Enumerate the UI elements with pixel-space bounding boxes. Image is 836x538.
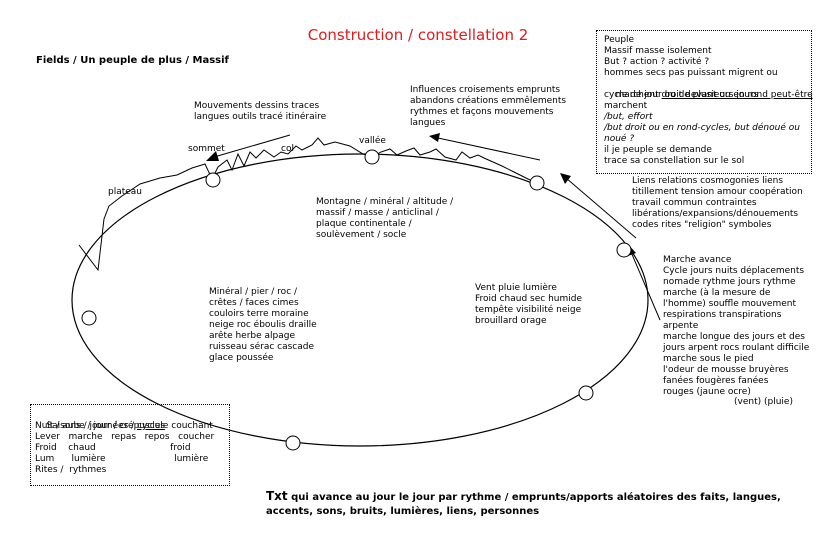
seasons-heading-prefix: Saisons / journées / <box>46 421 137 431</box>
mountain-ridge <box>78 137 538 272</box>
seasons-row: Nuit / aube / jour / crépuscule couchant <box>35 421 213 431</box>
arrow-liens <box>565 177 637 239</box>
peuple-line: noué ? <box>604 134 635 144</box>
node-right <box>616 242 632 258</box>
arrow-influences <box>437 137 541 161</box>
arrowhead-mouvements <box>206 151 219 161</box>
peuple-box: Peuple Massif masse isolement But ? acti… <box>596 30 813 174</box>
peuple-line-underlined: droit devant ou en rond peut-être <box>661 90 813 100</box>
peuple-line: il je peuple se demande <box>604 145 712 155</box>
arrow-marche <box>630 251 661 321</box>
peuple-line: hommes secs pas puissant migrent ou <box>604 68 778 78</box>
label-liens: Liens relations cosmogonies liens titill… <box>632 176 803 230</box>
label-mineral: Minéral / pier / roc / crêtes / faces ci… <box>209 287 317 363</box>
node-left <box>81 310 97 326</box>
peuple-line: marchent droit devant ou en rond peut-êt… <box>604 79 813 112</box>
cycle-ellipse <box>71 153 649 447</box>
peuple-line: Massif masse isolement <box>604 46 712 56</box>
node-bottom <box>285 435 301 451</box>
seasons-heading: Saisons / journées / cycles <box>35 410 165 443</box>
seasons-row: Froid chaud froid <box>35 443 191 453</box>
bottom-text-line1: qui avance au jour le jour par rythme / … <box>287 492 781 503</box>
node-top-right <box>529 175 545 191</box>
label-vent-pluie: (vent) (pluie) <box>734 397 793 407</box>
bottom-text-lead: Txt <box>266 489 288 503</box>
peuple-line: marchent <box>604 101 648 111</box>
peuple-line: trace sa constellation sur le sol <box>604 156 745 166</box>
label-vent: Vent pluie lumière Froid chaud sec humid… <box>475 283 583 326</box>
label-mouvements: Mouvements dessins traces langues outils… <box>194 101 327 122</box>
seasons-box: Saisons / journées / cycles Nuit / aube … <box>30 404 230 486</box>
label-plateau: plateau <box>108 187 143 197</box>
label-col: col <box>281 144 294 154</box>
label-sommet: sommet <box>188 144 225 154</box>
node-vallee <box>364 149 380 165</box>
node-sommet <box>205 172 221 188</box>
peuple-line-marchent: marchent <box>615 90 659 100</box>
label-montagne: Montagne / minéral / altitude / massif /… <box>316 197 454 240</box>
label-vallee: vallée <box>359 136 386 146</box>
peuple-line: /but droit ou en rond-cycles, but dénoué… <box>604 123 800 133</box>
label-marche: Marche avance Cycle jours nuits déplacem… <box>663 255 810 397</box>
seasons-row: Lever marche repas repos coucher <box>35 432 215 442</box>
peuple-line: /but, effort <box>604 112 653 122</box>
node-bottom-right <box>578 385 594 401</box>
arrow-mouvements <box>213 134 291 158</box>
subtitle: Fields / Un peuple de plus / Massif <box>36 55 229 66</box>
seasons-row: Lum lumière lumière <box>35 454 209 464</box>
seasons-row: Rites / rythmes <box>35 465 107 475</box>
seasons-heading-cycles: cycles <box>137 421 165 431</box>
arrowhead-liens <box>560 173 571 184</box>
peuple-line: cycle de jour ou de plusieurs jours <box>604 90 759 100</box>
peuple-line: Peuple <box>604 35 635 45</box>
bottom-text-line2: accents, sons, bruits, lumières, liens, … <box>266 506 540 517</box>
bottom-text: Txt qui avance au jour le jour par rythm… <box>266 489 781 519</box>
peuple-line: But ? action ? activité ? <box>604 57 710 67</box>
label-influences: Influences croisements emprunts abandons… <box>410 85 567 128</box>
diagram-title: Construction / constellation 2 <box>307 26 529 44</box>
arrowhead-influences <box>429 133 440 142</box>
